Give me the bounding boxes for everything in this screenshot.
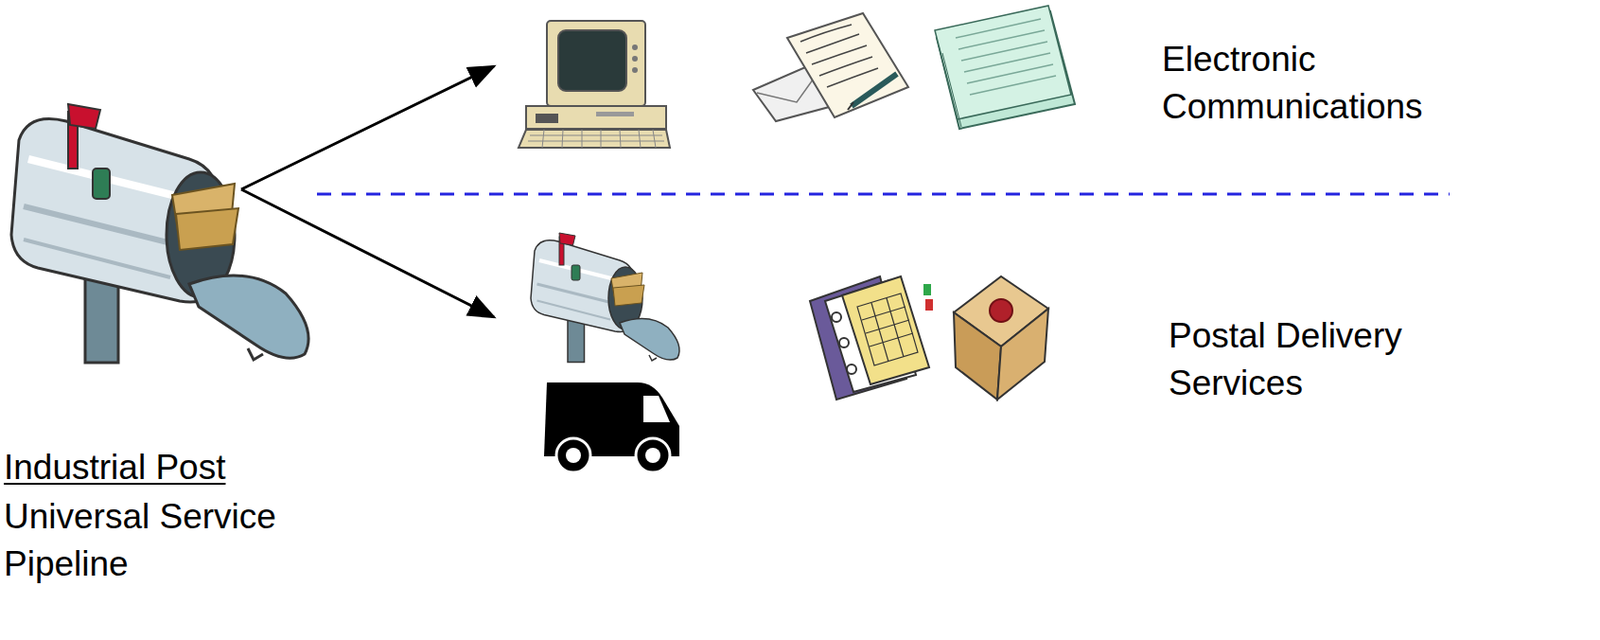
computer-icon: [632, 67, 638, 73]
binder-icon: [831, 312, 842, 322]
parcel-icon: [953, 312, 1002, 400]
letters-icon: [753, 13, 909, 122]
van-icon: [645, 447, 661, 463]
letters-icon: [800, 24, 879, 88]
van-icon: [544, 382, 680, 473]
binder-icon: [857, 293, 918, 366]
large-mailbox: [11, 104, 309, 363]
binder-icon: [809, 276, 933, 400]
channel-node: Electronic Communications: [493, 9, 1554, 152]
parcel-icon: [989, 298, 1013, 322]
computer-icon: [632, 44, 638, 51]
paper-stack-icon: [955, 18, 1056, 95]
paper-stack-icon: [934, 5, 1075, 129]
node-label: Electronic Communications: [1161, 35, 1475, 131]
computer-icon: [535, 113, 559, 124]
binder-icon: [839, 337, 849, 348]
van-icon: [556, 438, 591, 473]
letters-icon: [847, 102, 854, 110]
small-mailbox: [530, 232, 680, 363]
van-icon: [565, 447, 581, 463]
computer-icon: [596, 111, 634, 117]
binder-icon: [842, 276, 930, 385]
computer-icon: [518, 20, 670, 148]
parcel-icon: [953, 276, 1049, 400]
arrow-connector: [241, 66, 494, 190]
node-label: Postal Delivery Services: [1168, 312, 1481, 407]
arrow-connector: [241, 189, 494, 317]
node-label: Universal Service: [3, 492, 277, 541]
binder-icon: [846, 364, 857, 374]
node-label: Pipeline: [3, 540, 129, 588]
source-node: Industrial PostUniversal ServicePipeline: [0, 104, 322, 606]
computer-icon: [632, 55, 638, 62]
computer-icon: [527, 129, 665, 148]
divider-line: [316, 193, 1450, 196]
letters-icon: [756, 75, 816, 103]
computer-icon: [546, 20, 646, 106]
parcel-icon: [997, 308, 1049, 400]
letters-icon: [787, 13, 909, 118]
binder-icon: [923, 283, 932, 296]
channel-node: Postal Delivery Services: [493, 227, 1554, 483]
paper-stack-icon: [938, 45, 962, 127]
node-label: Industrial Post: [3, 443, 226, 492]
van-icon: [643, 395, 670, 422]
van-icon: [635, 438, 670, 473]
computer-icon: [526, 105, 667, 129]
computer-icon: [518, 129, 670, 148]
letters-icon: [851, 73, 897, 106]
computer-icon: [558, 30, 627, 91]
binder-icon: [925, 298, 933, 311]
